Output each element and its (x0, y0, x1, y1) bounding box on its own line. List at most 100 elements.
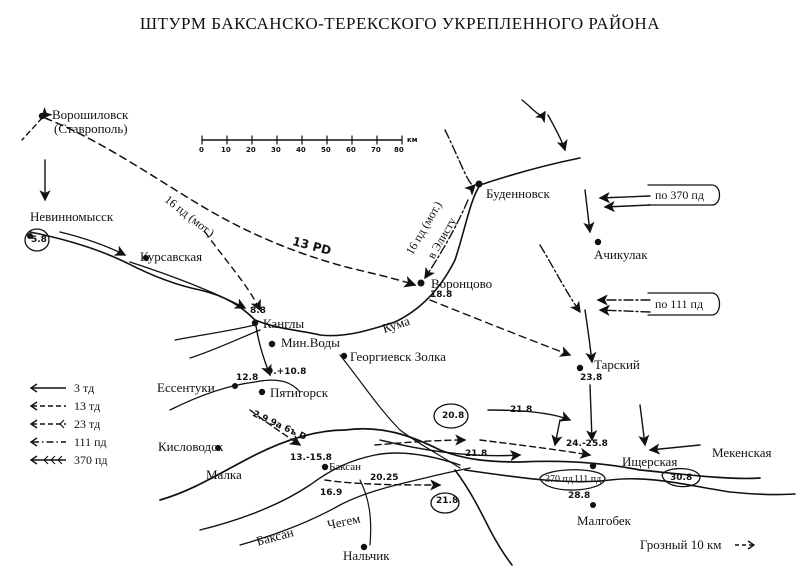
scale-tick-60: 60 (346, 146, 356, 154)
arrow-northeast-2 (547, 114, 568, 152)
arrow-nevinnomyssk (59, 231, 127, 256)
arrow-kursavskaya (129, 261, 247, 309)
arrow-16pd (204, 231, 261, 312)
label-kangly: Канглы (263, 316, 305, 331)
date-169: 16.9 (320, 488, 343, 498)
arrow-111-lower (598, 304, 651, 316)
date-2808: 28.8 (568, 491, 591, 501)
river-kuma-trib-1 (174, 324, 256, 341)
legend-label-3td: 3 тд (74, 381, 95, 395)
arrow-111-southeast (539, 244, 581, 314)
oval-218 (430, 492, 460, 514)
arrow-tarsky-south (586, 384, 598, 442)
legend-item-3td: 3 тд (28, 380, 138, 398)
label-pyatigorsk: Пятигорск (270, 385, 329, 400)
legend-item-370pd: 370 пд (28, 452, 138, 470)
label-river-malka: Малка (206, 467, 242, 482)
date-essentuki: 12.8 (236, 373, 259, 383)
map-legend: 3 тд 13 тд 23 тд 111 пд 370 пд (28, 380, 138, 470)
scale-tick-0: 0 (199, 146, 204, 154)
label-grozny: Грозный 10 км (640, 537, 722, 552)
arrow-malka-east (249, 409, 302, 446)
scale-tick-30: 30 (271, 146, 281, 154)
arrow-218-east (487, 409, 572, 422)
arrow-mekenskaya-west (648, 443, 701, 455)
date-2025: 20.25 (370, 473, 399, 483)
arrow-ishcherskaya-dashed (479, 439, 592, 459)
label-tarsky: Тарский (594, 357, 640, 372)
label-po-370: по 370 пд (655, 188, 704, 202)
date-218-b: 21.8 (465, 449, 488, 459)
arrow-to-tarsky (584, 309, 597, 364)
label-nalchik: Нальчик (343, 548, 390, 563)
date-208: 20.8 (442, 411, 465, 421)
arrow-northeast-1 (521, 99, 546, 124)
river-georgievsk (339, 354, 461, 469)
oval-111 (647, 292, 721, 316)
legend-item-13td: 13 тд (28, 398, 138, 416)
arrow-111-budennovsk (444, 129, 476, 196)
oval-nevinnomyssk (24, 228, 50, 252)
label-ishcherskaya: Ищерская (622, 454, 678, 469)
label-vorontsovo: Воронцово (431, 276, 493, 291)
arrow-right-mek (638, 404, 650, 447)
date-308: 30.8 (670, 473, 693, 483)
oval-370 (647, 184, 721, 206)
legend-label-111pd: 111 пд (74, 435, 107, 449)
scale-unit: км (407, 136, 418, 144)
date-vorontsovo: 18.8 (430, 290, 453, 300)
date-218-c: 21.8 (436, 496, 459, 506)
legend-dashed-arrow-icon (29, 401, 66, 411)
date-kangly: 8.8 (250, 306, 266, 316)
oval-370-111 (539, 469, 606, 491)
river-nalchik (359, 479, 372, 546)
arrow-achikulak-down (583, 189, 595, 234)
map-title: ШТУРМ БАКСАНСКО-ТЕРЕКСКОГО УКРЕПЛЕННОГО … (139, 14, 661, 33)
arrow-vorontsovo-tarsky (429, 299, 572, 357)
legend-label-370pd: 370 пд (74, 453, 108, 467)
legend-item-23td: 23 тд (28, 416, 138, 434)
label-nevinnomyssk: Невинномысск (30, 209, 114, 224)
river-terek-east (464, 469, 796, 496)
label-malgobek: Малгобек (577, 513, 631, 528)
arrow-111-vorontsovo (424, 199, 469, 280)
arrow-370-lower (603, 200, 651, 213)
scale-tick-20: 20 (246, 146, 256, 154)
legend-label-23td: 23 тд (74, 417, 101, 431)
label-mekenskaya: Мекенская (712, 445, 772, 460)
label-essentuki: Ессентуки (157, 380, 215, 395)
label-oval-370: 370 пд (545, 474, 573, 485)
arrow-low-dashed (374, 434, 467, 446)
legend-fletched-dashed-arrow-icon (29, 419, 66, 429)
arrow-voroshilovsk-west (21, 106, 53, 141)
scale-tick-80: 80 (394, 146, 404, 154)
legend-item-111pd: 111 пд (28, 434, 138, 452)
river-terek (454, 469, 513, 566)
date-218-a: 21.8 (510, 405, 533, 415)
label-oval-111: 111 пд (574, 474, 602, 485)
river-baksan (199, 452, 461, 531)
arrow-east-1 (379, 439, 522, 462)
date-13-15: 13.-15.8 (290, 453, 332, 463)
scale-tick-10: 10 (221, 146, 231, 154)
legend-double-fletch-arrow-icon (29, 455, 66, 465)
label-minvody: Мин.Воды (281, 335, 340, 350)
scale-tick-70: 70 (371, 146, 381, 154)
arrow-baksan-dashed (324, 479, 442, 491)
river-podkumok (169, 379, 301, 411)
legend-dashdot-arrow-icon (29, 437, 66, 447)
date-nevinnomyssk: 5.8 (31, 235, 47, 245)
label-kursavskaya: Курсавская (140, 249, 203, 264)
label-georgievsk: Георгиевск Золка (350, 349, 446, 364)
date-pyatigorsk: 9.+10.8 (267, 367, 307, 377)
label-kislovodsk: Кисловодск (158, 439, 224, 454)
river-chegem (239, 467, 471, 546)
river-malka (159, 427, 761, 501)
legend-solid-arrow-icon (29, 383, 66, 393)
label-po-111: по 111 пд (655, 297, 704, 311)
river-kuma-trib-2 (189, 329, 261, 359)
oval-308 (661, 467, 701, 488)
arrow-13pd (44, 117, 417, 288)
label-voroshilovsk: Ворошиловск (52, 107, 129, 122)
